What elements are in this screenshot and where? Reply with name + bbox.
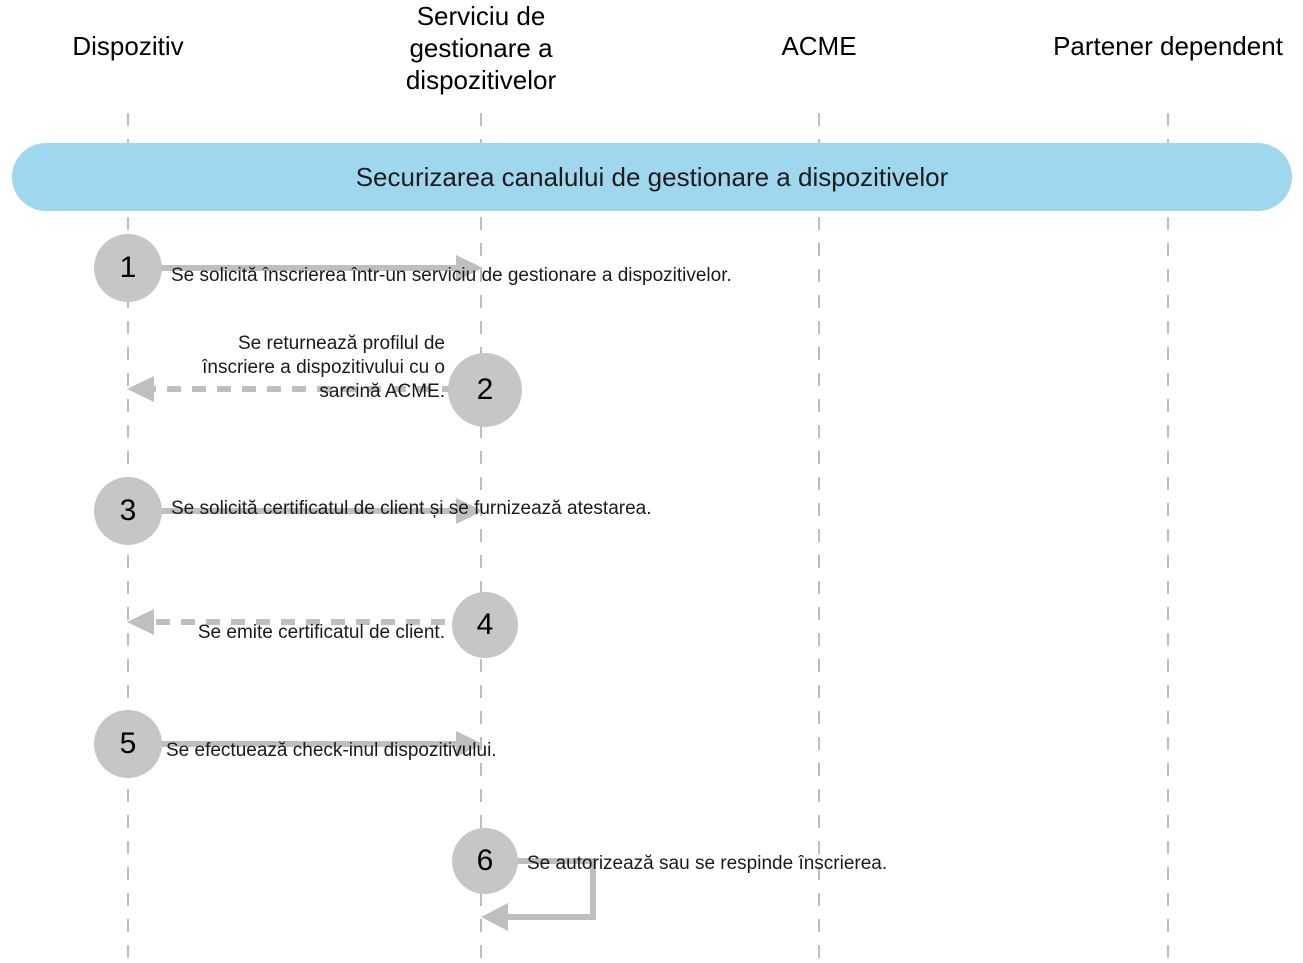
banner-bar [12, 143, 1292, 211]
step-number-1: 1 [94, 234, 162, 302]
actor-label-mdm: Serviciu de gestionare a dispozitivelor [405, 1, 557, 96]
banner-title: Securizarea canalului de gestionare a di… [12, 162, 1292, 193]
step-number-4-text: 4 [476, 608, 494, 641]
step-circle-3 [94, 477, 162, 545]
step-number-3-text: 3 [119, 494, 137, 527]
step-circle-5 [94, 710, 162, 778]
message-arrow-6 [481, 858, 596, 931]
actor-header-partner: Partener dependent [1028, 30, 1303, 62]
message-arrow-4 [127, 609, 470, 635]
message-arrow-2 [127, 376, 481, 402]
step-number-5-text: 5 [119, 727, 137, 760]
message-label-4: Se emite certificatul de client. [100, 597, 445, 645]
message-label-1: Se solicită înscrierea într-un serviciu … [171, 240, 871, 288]
message-label-5: Se efectuează check-inul dispozitivului. [166, 715, 866, 763]
step-number-5: 5 [94, 710, 162, 778]
banner-title-text: Securizarea canalului de gestionare a di… [355, 162, 949, 192]
message-label-2: Se returnează profilul de înscriere a di… [100, 308, 445, 404]
message-label-3-text: Se solicită certificatul de client și se… [171, 497, 652, 519]
message-label-5-text: Se efectuează check-inul dispozitivului. [166, 739, 497, 761]
message-arrow-3 [128, 498, 483, 524]
message-label-6-text: Se autorizează sau se respinde înscriere… [527, 852, 888, 874]
step-number-6: 6 [452, 828, 518, 894]
message-label-2-text: Se returnează profilul de înscriere a di… [202, 332, 445, 402]
step-number-4: 4 [452, 592, 518, 658]
actor-header-mdm: Serviciu de gestionare a dispozitivelor [371, 0, 591, 97]
step-number-6-text: 6 [476, 844, 494, 877]
message-label-3: Se solicită certificatul de client și se… [171, 473, 871, 521]
actor-header-device: Dispozitiv [18, 30, 238, 62]
step-number-2: 2 [448, 353, 522, 427]
step-number-3: 3 [94, 477, 162, 545]
step-circle-1 [94, 234, 162, 302]
message-label-6: Se autorizează sau se respinde înscriere… [527, 828, 1127, 876]
actor-header-acme: ACME [709, 30, 929, 62]
message-arrow-5 [128, 731, 483, 757]
step-circle-6 [452, 828, 518, 894]
actor-label-partner: Partener dependent [1053, 31, 1283, 61]
actor-label-acme: ACME [781, 31, 857, 61]
message-label-4-text: Se emite certificatul de client. [197, 621, 445, 643]
step-circle-4 [452, 592, 518, 658]
step-number-2-text: 2 [476, 373, 494, 406]
actor-label-device: Dispozitiv [72, 31, 184, 61]
message-label-1-text: Se solicită înscrierea într-un serviciu … [171, 264, 732, 286]
step-number-1-text: 1 [119, 251, 137, 284]
message-arrow-1 [128, 255, 483, 281]
step-circle-2 [448, 353, 522, 427]
